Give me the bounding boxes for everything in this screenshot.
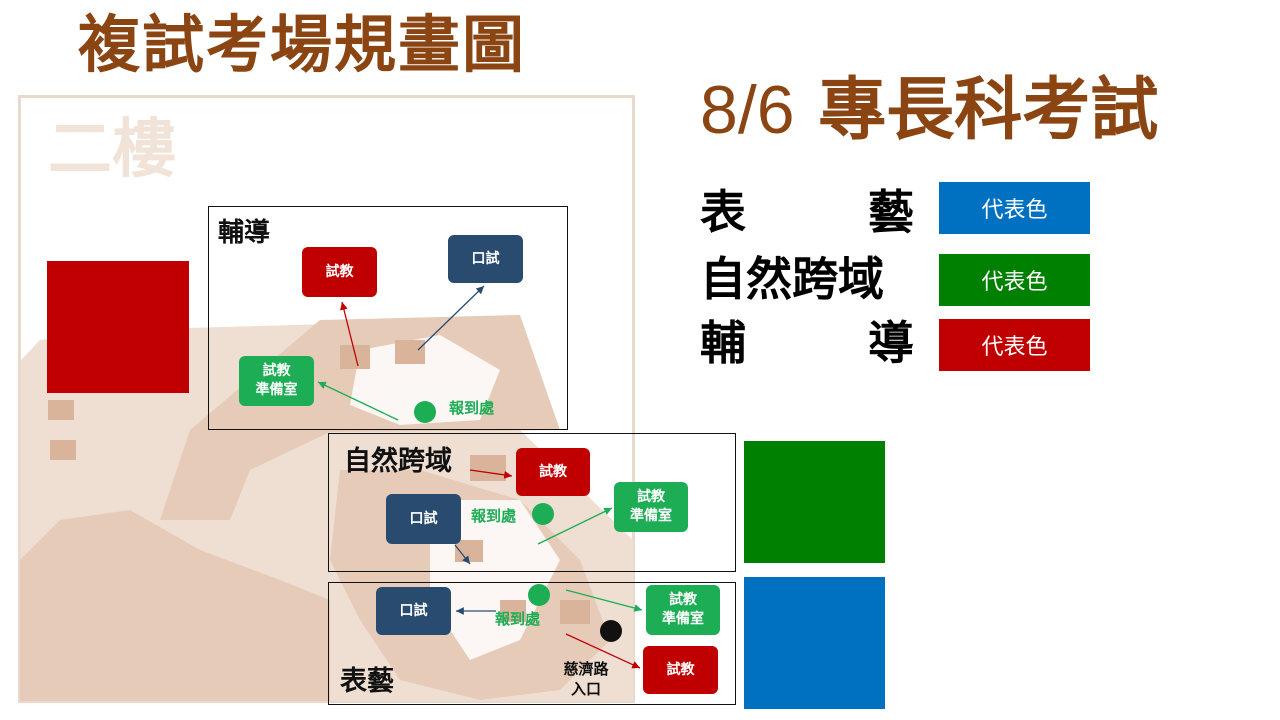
performing-arts-check-in-dot [528, 584, 550, 606]
counseling-teaching-test-room: 試教 [302, 247, 377, 297]
page-title: 複試考場規畫圖 [78, 8, 527, 81]
counseling-prep-room: 試教 準備室 [239, 356, 314, 406]
counseling-area-box [208, 206, 568, 430]
legend-label-part: 輔 [700, 316, 746, 370]
performing-arts-area-label: 表藝 [340, 666, 394, 697]
science-teaching-test-room: 試教 [516, 448, 590, 496]
legend-label-science: 自然跨域 [700, 252, 884, 306]
legend-label-performing-arts: 表藝 [700, 189, 914, 235]
science-oral-test-room: 口試 [386, 494, 461, 544]
entrance-label: 慈濟路 入口 [563, 660, 609, 698]
legend-chip-performing-arts: 代表色 [939, 182, 1090, 234]
performing-arts-check-in-label: 報到處 [495, 610, 541, 628]
legend-label-part: 導 [868, 316, 914, 370]
exam-heading: 8/6 專長科考試 [700, 76, 1158, 145]
entrance-marker [600, 620, 622, 642]
performing-arts-prep-room: 試教 準備室 [646, 585, 720, 635]
floor-label: 二樓 [48, 113, 176, 187]
science-check-in-label: 報到處 [471, 507, 517, 525]
counseling-area-label: 輔導 [218, 218, 271, 248]
legend-label-part: 表 [700, 185, 746, 239]
exam-date: 8/6 [700, 72, 795, 148]
science-check-in-dot [532, 503, 554, 525]
legend-chip-science: 代表色 [939, 254, 1090, 306]
legend-label-part: 藝 [868, 185, 914, 239]
performing-arts-area-box [328, 582, 736, 705]
performing-arts-color-swatch [744, 577, 885, 709]
floor-map-frame [18, 95, 635, 703]
performing-arts-oral-test-room: 口試 [376, 587, 451, 635]
counseling-color-swatch [47, 261, 189, 393]
counseling-oral-test-room: 口試 [448, 235, 523, 283]
science-area-box [328, 433, 736, 572]
legend-chip-counseling: 代表色 [939, 319, 1090, 371]
counseling-check-in-dot [414, 401, 436, 423]
science-prep-room: 試教 準備室 [614, 482, 688, 532]
science-area-label: 自然跨域 [344, 446, 452, 477]
exam-subject: 專長科考試 [818, 71, 1159, 150]
science-color-swatch [744, 441, 885, 563]
counseling-check-in-label: 報到處 [449, 399, 495, 417]
legend-label-counseling: 輔導 [700, 320, 914, 366]
performing-arts-teaching-test-room: 試教 [643, 646, 718, 694]
